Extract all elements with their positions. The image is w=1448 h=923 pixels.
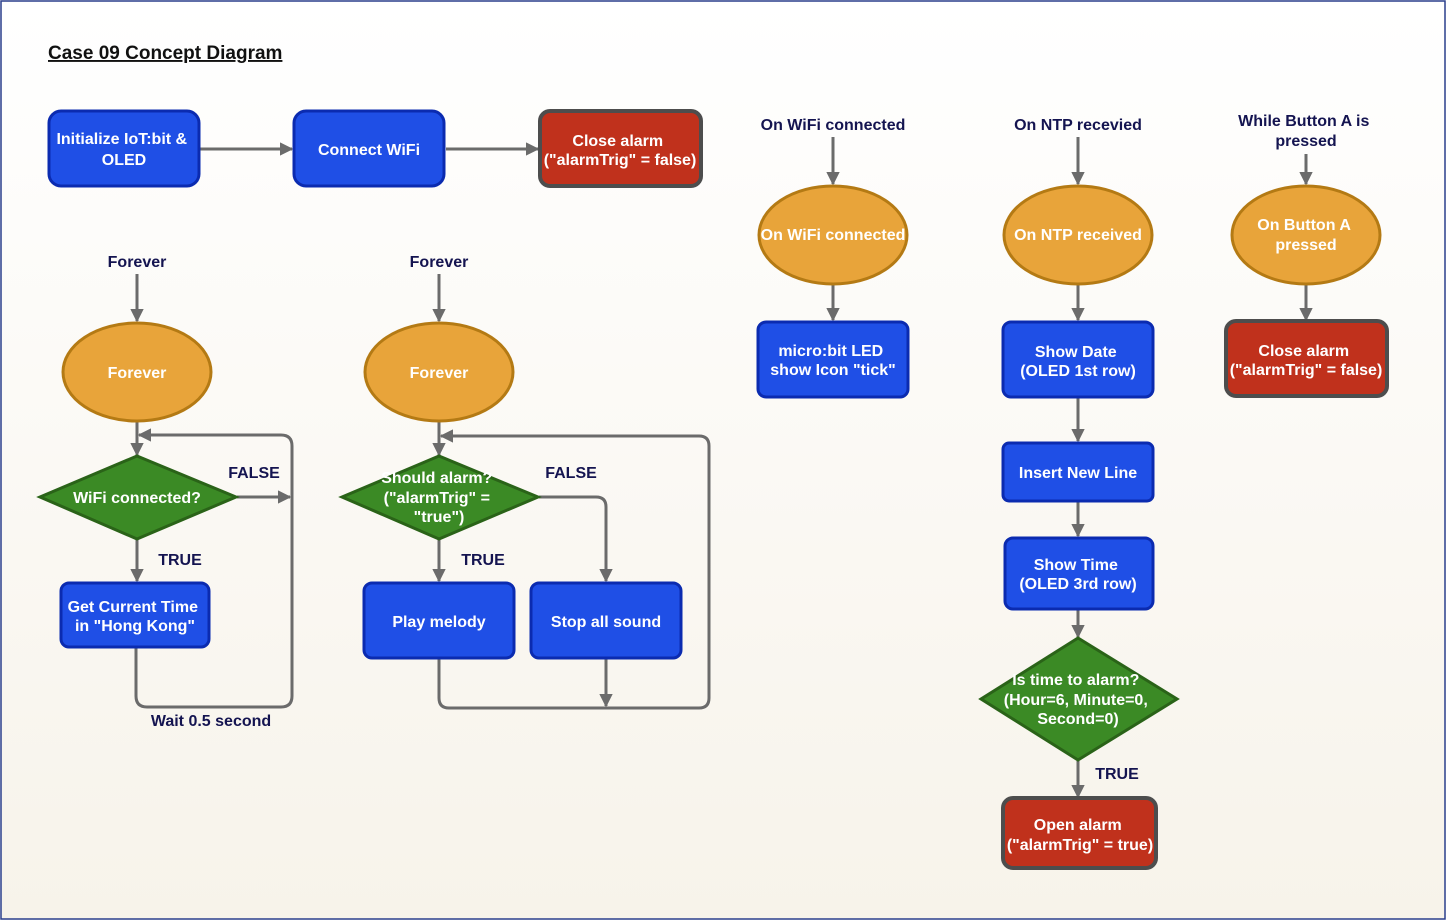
node-show-date xyxy=(1001,320,1155,399)
node-led-tick xyxy=(756,320,910,399)
diagram-title: Case 09 Concept Diagram xyxy=(48,43,282,64)
node-close-alarm-1 xyxy=(538,109,703,188)
label-true-3: TRUE xyxy=(1095,766,1139,783)
node-wifi-connected-q-text: WiFi connected? xyxy=(73,490,201,507)
label-ntp-trigger: On NTP recevied xyxy=(1014,117,1142,134)
node-insert-line xyxy=(1001,441,1155,503)
node-play-melody xyxy=(362,581,516,660)
node-on-wifi-text: On WiFi connected xyxy=(761,227,906,244)
label-forever-2-trigger: Forever xyxy=(410,254,469,271)
node-connect-wifi-text: Connect WiFi xyxy=(318,142,420,159)
nodes xyxy=(36,109,1389,870)
label-true-1: TRUE xyxy=(158,552,202,569)
label-forever-1-trigger: Forever xyxy=(108,254,167,271)
label-wait: Wait 0.5 second xyxy=(151,713,271,730)
edge-alarmq-false xyxy=(539,495,613,583)
label-wifi-trigger: On WiFi connected xyxy=(761,117,906,134)
node-should-alarm-q xyxy=(338,454,542,541)
label-true-2: TRUE xyxy=(461,552,505,569)
node-should-alarm-q-text: Should alarm? ("alarmTrig" = "true") xyxy=(381,470,497,526)
node-wifi-connected-q xyxy=(36,454,240,541)
node-on-button-a xyxy=(1230,184,1382,286)
node-forever-2-text: Forever xyxy=(410,365,469,382)
node-connect-wifi xyxy=(292,109,446,188)
node-stop-sound-text: Stop all sound xyxy=(551,614,661,631)
node-play-melody-text: Play melody xyxy=(392,614,485,631)
node-get-time xyxy=(59,581,211,649)
node-forever-2 xyxy=(363,321,515,423)
node-close-alarm-1-text: Close alarm ("alarmTrig" = false) xyxy=(544,133,697,169)
node-insert-line-text: Insert New Line xyxy=(1019,465,1137,482)
edge-labels: Forever Forever On WiFi connected On NTP… xyxy=(108,113,1374,783)
node-open-alarm-text: Open alarm ("alarmTrig" = true) xyxy=(1007,817,1153,854)
node-time-to-alarm-q xyxy=(978,636,1180,762)
node-on-ntp xyxy=(1002,184,1154,286)
node-time-to-alarm-q-text: Is time to alarm? (Hour=6, Minute=0, Sec… xyxy=(1004,672,1152,728)
node-close-alarm-2 xyxy=(1224,319,1389,398)
node-on-wifi xyxy=(757,184,909,286)
node-show-time xyxy=(1003,536,1155,611)
node-init xyxy=(47,109,201,188)
node-labels: Initialize IoT:bit & OLED Connect WiFi C… xyxy=(56,131,1382,854)
label-false-2: FALSE xyxy=(545,465,597,482)
label-false-1: FALSE xyxy=(228,465,280,482)
node-stop-sound xyxy=(529,581,683,660)
node-forever-1-text: Forever xyxy=(108,365,167,382)
edges xyxy=(130,137,1313,799)
node-get-time-text: Get Current Time in "Hong Kong" xyxy=(68,599,203,635)
edge-melody-loop xyxy=(437,429,711,710)
node-led-tick-text: micro:bit LED show Icon "tick" xyxy=(770,343,895,379)
node-on-button-a-text: On Button A pressed xyxy=(1257,217,1354,254)
edge-gettime-loop xyxy=(134,428,294,709)
node-forever-1 xyxy=(61,321,213,423)
label-button-trigger: While Button A is pressed xyxy=(1238,113,1374,150)
node-show-date-text: Show Date (OLED 1st row) xyxy=(1020,344,1136,380)
node-show-time-text: Show Time (OLED 3rd row) xyxy=(1019,557,1136,593)
node-close-alarm-2-text: Close alarm ("alarmTrig" = false) xyxy=(1230,343,1383,379)
node-open-alarm xyxy=(1001,796,1158,870)
node-init-text: Initialize IoT:bit & OLED xyxy=(56,131,191,169)
node-on-ntp-text: On NTP received xyxy=(1014,227,1142,244)
